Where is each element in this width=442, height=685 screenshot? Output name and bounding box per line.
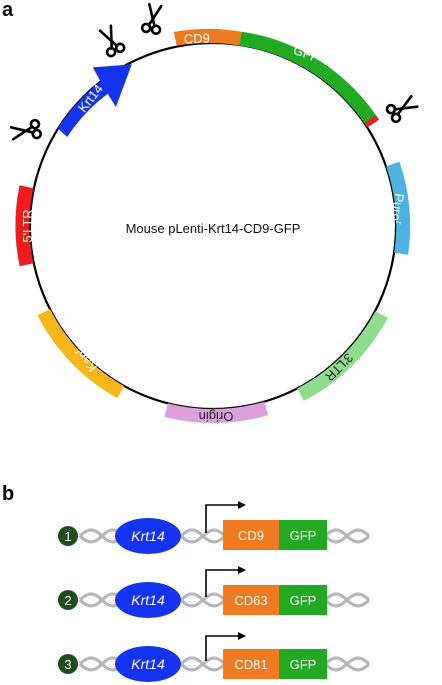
dna-helix-icon (323, 592, 371, 608)
gfp-stop-marker (364, 115, 379, 128)
construct-row-1: 1 Krt14 CD9 GFP (58, 501, 371, 554)
dna-helix-icon (323, 656, 371, 672)
dna-helix-icon (179, 592, 227, 608)
krt14-promoter (115, 646, 181, 682)
construct-number: 3 (64, 657, 71, 672)
transcription-start-arrow-icon (205, 504, 238, 533)
ltr3-segment: 3'LTR (297, 311, 388, 401)
puro-label: Puro (388, 192, 407, 221)
gene-label: CD81 (234, 657, 267, 672)
plasmid-title: Mouse pLenti-Krt14-CD9-GFP (126, 221, 301, 236)
gfp-box (279, 649, 327, 679)
dna-helix-icon (179, 528, 227, 544)
construct-row-3: 3 Krt14 CD81 GFP (58, 632, 371, 682)
transcription-start-arrow-icon (205, 569, 238, 597)
gene-box (223, 520, 279, 550)
cd9-label: CD9 (184, 31, 211, 47)
kan-segment: Kanr (37, 309, 125, 399)
reporter-label: GFP (290, 657, 317, 672)
gfp-segment: GFP (239, 31, 379, 128)
promoter-label: Krt14 (131, 592, 165, 608)
origin-segment: Origin (164, 401, 269, 424)
scissors-icon (96, 23, 127, 59)
arrow-head (238, 501, 246, 509)
reporter-label: GFP (290, 593, 317, 608)
gene-box (223, 585, 279, 615)
construct-number: 1 (64, 529, 71, 544)
panel-b-letter: b (2, 483, 14, 505)
reporter-label: GFP (290, 528, 317, 543)
puro-sup: r (394, 221, 404, 225)
dna-helix-icon (179, 656, 227, 672)
scissors-icon (9, 118, 43, 144)
promoter-label: Krt14 (131, 528, 165, 544)
gene-label: CD9 (238, 528, 264, 543)
gfp-box (279, 585, 327, 615)
scissors-icon (140, 2, 166, 36)
dna-helix-icon (323, 528, 371, 544)
transcription-start-arrow-icon (205, 635, 238, 661)
gene-box (223, 649, 279, 679)
construct-number-badge (58, 654, 78, 674)
scissors-icon (384, 92, 421, 125)
construct-number: 2 (64, 593, 71, 608)
ltr5-label: 5'LTR (20, 209, 35, 242)
panel-a-letter: a (2, 0, 14, 21)
krt14-promoter (115, 518, 181, 554)
gene-label: CD63 (234, 593, 267, 608)
construct-number-badge (58, 526, 78, 546)
construct-number-badge (58, 590, 78, 610)
puro-segment: Puror (386, 161, 411, 255)
gfp-box (279, 520, 327, 550)
construct-row-2: 2 Krt14 CD63 GFP (58, 566, 371, 618)
krt14-promoter (115, 582, 181, 618)
cd9-segment: CD9 (173, 28, 242, 47)
kan-sup: r (72, 348, 82, 356)
krt14-arrow-segment: Krt14 (57, 64, 132, 137)
ltr5-segment: 5'LTR (15, 185, 35, 267)
origin-label: Origin (199, 409, 234, 424)
promoter-label: Krt14 (131, 656, 165, 672)
arrow-head (238, 566, 246, 574)
arrow-head (238, 632, 246, 640)
svg-text:Puror: Puror (388, 192, 408, 224)
